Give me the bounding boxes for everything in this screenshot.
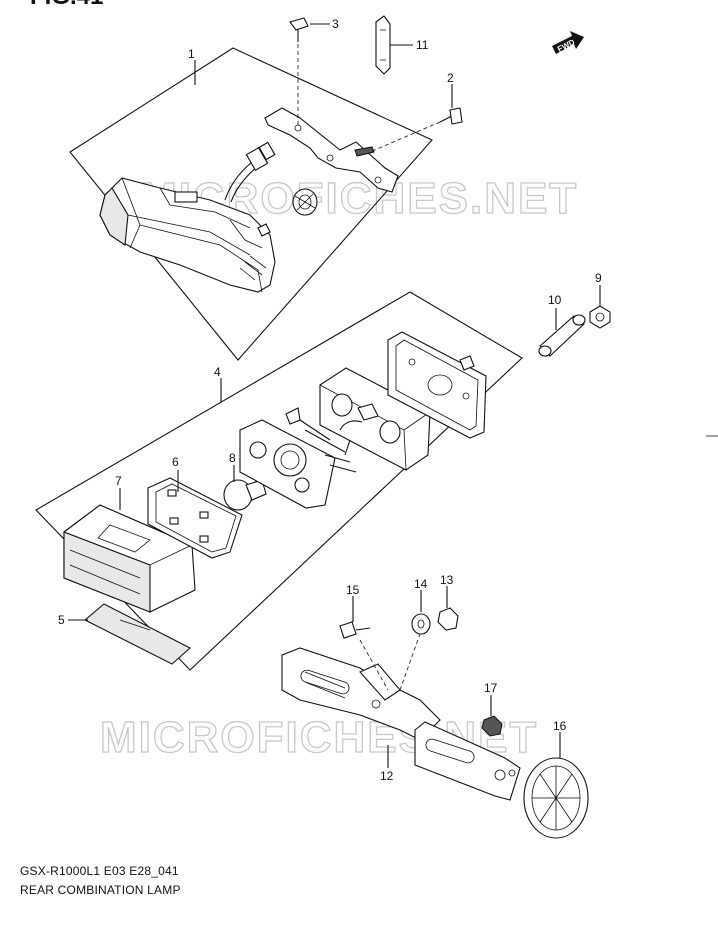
- part-17-nut: [481, 715, 503, 737]
- lamp-socket-housing: [239, 407, 357, 509]
- assembly-4-box: [35, 291, 523, 671]
- part-2-screw: [369, 107, 463, 153]
- callout-3: 3: [332, 17, 339, 31]
- callout-16: 16: [553, 719, 567, 733]
- callout-leaders: [68, 23, 601, 768]
- assembly-1-box: [69, 47, 433, 361]
- part-3-bolt: [289, 17, 309, 128]
- callout-11: 11: [416, 38, 429, 52]
- callout-7: 7: [115, 474, 122, 488]
- part-10-collar: [538, 314, 586, 357]
- callout-6: 6: [172, 455, 179, 469]
- callout-14: 14: [414, 577, 428, 591]
- part-11-clip: [375, 15, 391, 75]
- callout-9: 9: [595, 271, 602, 285]
- part-8-bulb: [223, 479, 267, 511]
- callout-12: 12: [380, 769, 394, 783]
- callout-2: 2: [447, 71, 454, 85]
- lamp-base: [319, 367, 431, 471]
- part-5-reflector-plate: [84, 603, 191, 665]
- part-12-license-bracket: [281, 619, 521, 801]
- figure-label: FIG.41: [30, 0, 103, 10]
- part-16-round-reflector: [523, 757, 589, 839]
- callout-13: 13: [440, 573, 454, 587]
- callout-4: 4: [214, 365, 221, 379]
- caption-model-code: GSX-R1000L1 E03 E28_041: [20, 864, 179, 878]
- part-13-nut: [437, 607, 459, 631]
- part-7-lens: [63, 504, 196, 613]
- callout-8: 8: [229, 451, 236, 465]
- callout-15: 15: [346, 583, 360, 597]
- tail-lamp-bracket: [264, 107, 399, 193]
- tail-lamp-unit: [99, 141, 318, 293]
- part-9-nut: [589, 305, 611, 329]
- callout-10: 10: [548, 293, 562, 307]
- part-15-bolt: [339, 621, 371, 639]
- callout-1: 1: [188, 47, 195, 61]
- callout-5: 5: [58, 613, 65, 627]
- callout-17: 17: [484, 681, 498, 695]
- part-14-washer: [411, 613, 431, 635]
- fwd-arrow-icon: FWD: [552, 31, 584, 54]
- lamp-rear-plate: [387, 331, 487, 439]
- caption-title: REAR COMBINATION LAMP: [20, 883, 181, 897]
- part-6-gasket: [147, 477, 243, 559]
